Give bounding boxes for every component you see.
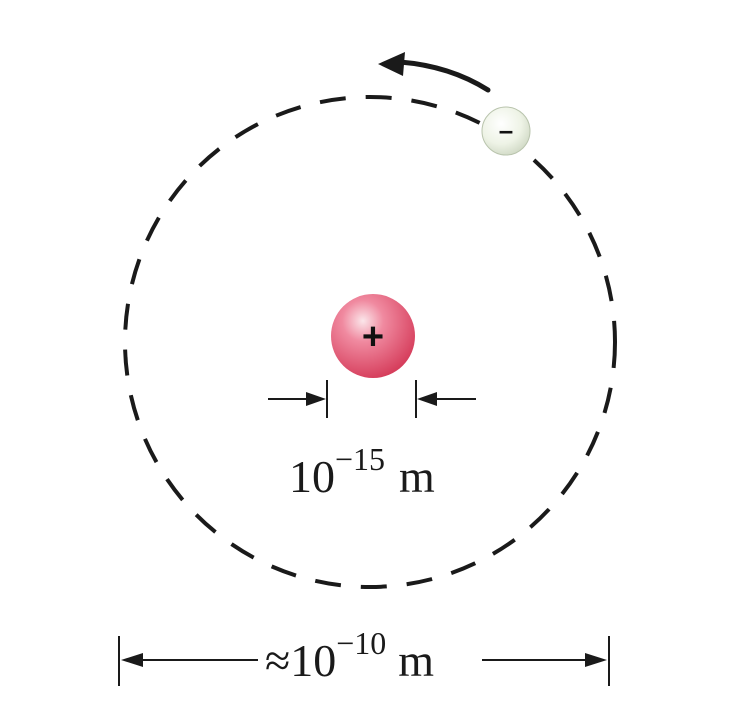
orbit-direction-arrow: [378, 52, 491, 93]
electron-orbit: [123, 95, 617, 589]
electron: –: [481, 106, 531, 156]
nucleus: +: [331, 294, 415, 378]
nucleus-sign: +: [362, 316, 384, 358]
electron-sign: –: [499, 115, 513, 145]
nucleus-size-dimension: [268, 380, 476, 418]
atom-size-dimension: [118, 636, 610, 686]
